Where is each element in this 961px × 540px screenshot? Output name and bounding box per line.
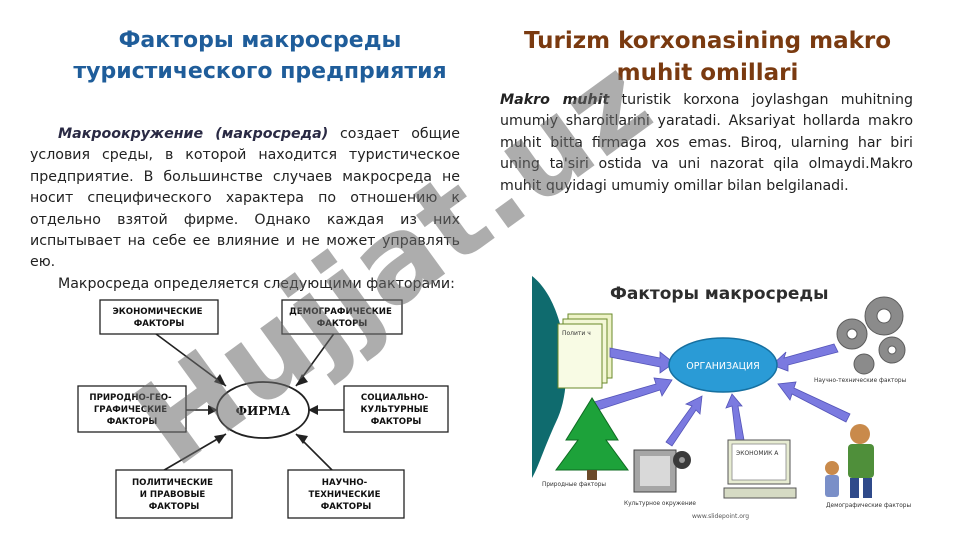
ru-box-sociocultural-line-2: КУЛЬТУРНЫЕ <box>360 405 428 415</box>
arrow-bottom-center <box>725 393 745 441</box>
ru-box-demographic: ДЕМОГРАФИЧЕСКИЕ ФАКТОРЫ <box>281 299 403 335</box>
source-url: www.slidepoint.org <box>692 513 749 520</box>
svg-text:ПОЛИТИЧЕСКИЕ И ПРАВОВЫЕ: ПОЛИТИЧЕСКИЕ И ПРАВОВЫЕ ФАКТОРЫ <box>132 478 216 512</box>
ru-box-technical: НАУЧНО- ТЕХНИЧЕСКИЕ ФАКТОРЫ <box>287 469 405 519</box>
uz-macro-factors-illustration: Факторы макросреды Полити ч Научно-техни… <box>532 272 916 522</box>
uz-text-block: Makro muhit turistik korxona joylashgan … <box>500 90 913 197</box>
ru-box-natural: ПРИРОДНО-ГЕО- ГРАФИЧЕСКИЕ ФАКТОРЫ <box>77 385 187 433</box>
label-tech: Научно-технические факторы <box>814 378 907 384</box>
ru-box-demographic-line-1: ДЕМОГРАФИЧЕСКИЕ <box>289 307 392 317</box>
svg-text:ЭКОНОМИЧЕСКИЕ ФАКТОРЫ: ЭКОНОМИЧЕСКИЕ ФАКТОРЫ <box>112 307 205 329</box>
ru-term: Макроокружение (макросреда) <box>58 126 329 142</box>
ru-box-political-line-1: ПОЛИТИЧЕСКИЕ <box>132 478 213 488</box>
svg-text:ПРИРОДНО-ГЕО- ГРАФИЧЕСКИ: ПРИРОДНО-ГЕО- ГРАФИЧЕСКИЕ ФАКТОРЫ <box>89 393 174 427</box>
tree-icon <box>555 397 629 480</box>
svg-text:НАУЧНО- ТЕХНИЧЕСКИЕ: НАУЧНО- ТЕХНИЧЕСКИЕ ФАКТОРЫ <box>309 478 384 512</box>
label-nature: Природные факторы <box>542 482 606 488</box>
ru-box-political: ПОЛИТИЧЕСКИЕ И ПРАВОВЫЕ ФАКТОРЫ <box>115 469 233 519</box>
documents-icon: Полити ч <box>557 313 613 389</box>
computer-icon: ЭКОНОМИК А <box>723 439 797 499</box>
label-culture: Культурное окружение <box>624 501 696 507</box>
ru-box-economic-line-1: ЭКОНОМИЧЕСКИЕ <box>112 307 202 317</box>
title-ru: Факторы макросреды туристического предпр… <box>73 28 447 84</box>
arrow-bottom-left <box>665 395 703 447</box>
organization-label: ОРГАНИЗАЦИЯ <box>686 361 759 372</box>
ru-box-political-line-2: И ПРАВОВЫЕ <box>140 490 206 500</box>
ru-box-economic-line-2: ФАКТОРЫ <box>134 319 185 329</box>
ru-box-sociocultural-line-3: ФАКТОРЫ <box>371 417 422 427</box>
ru-diagram-arrowheads <box>208 374 318 444</box>
svg-text:ДЕМОГРАФИЧЕСКИЕ ФАКТОРЫ: ДЕМОГРАФИЧЕСКИЕ ФАКТОРЫ <box>289 307 395 329</box>
ru-box-natural-line-3: ФАКТОРЫ <box>107 417 158 427</box>
arrow-left-up <box>609 347 675 374</box>
film-icon <box>633 449 691 493</box>
documents-label: Полити ч <box>562 330 591 337</box>
ru-firm-node <box>216 381 310 439</box>
uz-text: turistik korxona joylashgan muhitning um… <box>500 92 913 194</box>
ru-box-technical-line-1: НАУЧНО- <box>322 478 368 488</box>
ru-box-technical-line-2: ТЕХНИЧЕСКИЕ <box>309 490 381 500</box>
svg-text:СОЦИАЛЬНО- КУЛЬТУРНЫЕ: СОЦИАЛЬНО- КУЛЬТУРНЫЕ ФАКТОРЫ <box>360 393 431 427</box>
ru-box-natural-line-1: ПРИРОДНО-ГЕО- <box>89 393 172 403</box>
arrow-right-up <box>771 343 839 372</box>
ru-box-economic: ЭКОНОМИЧЕСКИЕ ФАКТОРЫ <box>99 299 219 335</box>
ru-macro-factors-diagram: ФИРМА ЭКОНОМИЧЕСКИЕ ФАКТОРЫ ДЕМОГРАФИЧЕС… <box>76 298 452 523</box>
uz-paragraph: Makro muhit turistik korxona joylashgan … <box>500 90 913 197</box>
person-icon <box>825 424 874 498</box>
ru-box-sociocultural: СОЦИАЛЬНО- КУЛЬТУРНЫЕ ФАКТОРЫ <box>343 385 449 433</box>
ru-firm-label: ФИРМА <box>236 404 291 418</box>
organization-node <box>668 337 778 393</box>
ru-text-1: создает общие условия среды, в которой н… <box>30 126 460 271</box>
label-demography: Демографические факторы <box>826 503 911 509</box>
economy-label: ЭКОНОМИК А <box>736 450 779 457</box>
ru-text-block: Макроокружение (макросреда) создает общи… <box>30 124 460 295</box>
ru-box-sociocultural-line-1: СОЦИАЛЬНО- <box>361 393 429 403</box>
ru-box-demographic-line-2: ФАКТОРЫ <box>317 319 368 329</box>
ru-paragraph-2: Макросреда определяется следующими факто… <box>58 275 455 292</box>
ru-paragraph-1: Макроокружение (макросреда) создает общи… <box>30 124 460 274</box>
title-uz: Turizm korxonasining makro muhit omillar… <box>523 28 892 86</box>
uz-illustration-title: Факторы макросреды <box>610 284 829 304</box>
arrow-right <box>777 381 851 423</box>
uz-term: Makro muhit <box>500 92 610 108</box>
ru-box-technical-line-3: ФАКТОРЫ <box>321 502 372 512</box>
arrow-left <box>593 377 673 411</box>
gears-icon <box>836 296 906 375</box>
arrow-group <box>593 343 851 447</box>
ru-box-natural-line-2: ГРАФИЧЕСКИЕ <box>94 405 167 415</box>
ru-box-political-line-3: ФАКТОРЫ <box>149 502 200 512</box>
